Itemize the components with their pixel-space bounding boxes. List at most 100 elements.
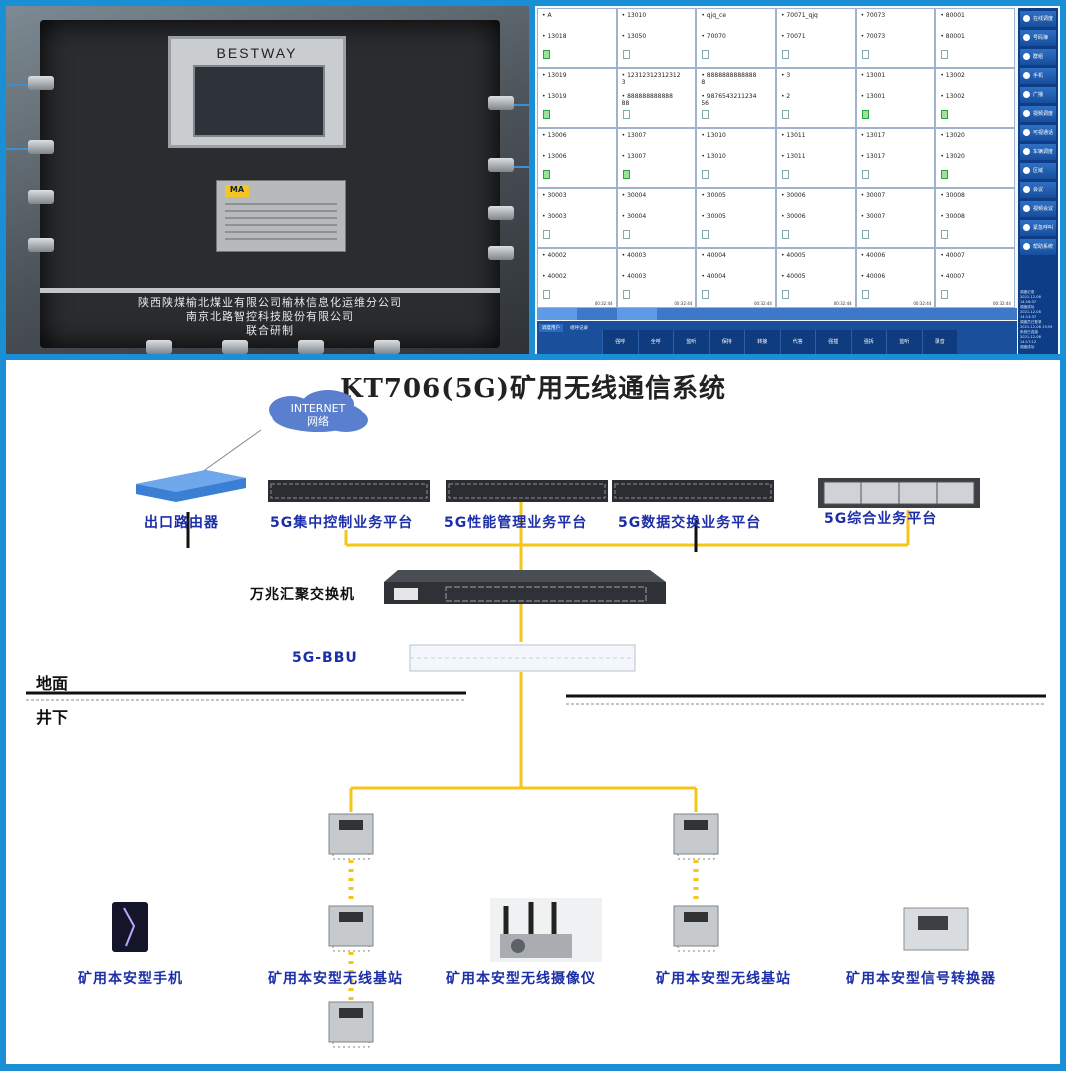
page-tab[interactable]	[737, 308, 777, 320]
terminal-cell[interactable]: • 13007• 13007	[616, 128, 697, 188]
terminal-number: • 40006	[860, 273, 886, 280]
call-timer: 00:32:44	[993, 301, 1011, 306]
terminal-cell[interactable]: • 30005• 30005	[696, 188, 776, 248]
page-tab[interactable]	[617, 308, 657, 320]
sidebar-button[interactable]: 视频调度	[1020, 106, 1056, 122]
page-tab[interactable]	[777, 308, 817, 320]
sidebar-button[interactable]: 号码簿	[1020, 30, 1056, 46]
page-tab[interactable]	[537, 308, 577, 320]
terminal-cell[interactable]: • 13011• 13011	[775, 128, 856, 188]
terminal-grid: • A• 13018• 13010• 13050• qjq_ce• 70070•…	[537, 8, 1015, 308]
terminal-cell[interactable]: • 13006• 13006	[537, 128, 617, 188]
page-tab[interactable]	[897, 308, 937, 320]
cable-gland	[28, 140, 54, 154]
terminal-cell[interactable]: • 30004• 30004	[616, 188, 697, 248]
function-key[interactable]: 录音	[921, 330, 958, 354]
sidebar-button[interactable]: 可视通话	[1020, 125, 1056, 141]
phone-status-icon	[781, 170, 789, 179]
function-key[interactable]: 强呼	[602, 330, 638, 354]
phone-status-icon	[781, 290, 789, 299]
terminal-number: • 30008	[940, 213, 965, 220]
terminal-cell[interactable]: • 13020• 13020	[935, 128, 1015, 188]
function-key[interactable]: 代答	[779, 330, 816, 354]
phone-status-icon	[622, 50, 630, 59]
terminal-cell[interactable]: • qjq_ce• 70070	[696, 8, 776, 68]
terminal-number: • 13006	[542, 153, 567, 160]
cable-gland	[28, 76, 54, 90]
terminal-number: • 40003	[621, 273, 647, 280]
sidebar-button[interactable]: 手机	[1020, 68, 1056, 84]
sidebar-button[interactable]: 车辆调度	[1020, 144, 1056, 160]
camera-device	[490, 898, 602, 962]
terminal-cell[interactable]: • 30003• 30003	[537, 188, 617, 248]
terminal-cell[interactable]: • 8888888888888 8• 9876543211234 56	[696, 68, 776, 128]
terminal-cell[interactable]: • 12312312312312 3• 888888888888 88	[616, 68, 697, 128]
page-tab[interactable]	[577, 308, 617, 320]
terminal-cell[interactable]: • 30007• 30007	[855, 188, 936, 248]
terminal-id: • 70071_qjq	[780, 12, 818, 19]
terminal-cell[interactable]: • 3• 2	[775, 68, 856, 128]
terminal-number: • 40002	[542, 273, 567, 280]
function-key[interactable]: 强插	[815, 330, 851, 354]
terminal-cell[interactable]: • 70073• 70073	[855, 8, 936, 68]
page-tab[interactable]	[657, 308, 697, 320]
terminal-cell[interactable]: • 70071_qjq• 70071	[775, 8, 856, 68]
phone-label: 矿用本安型手机	[78, 971, 183, 987]
cable-gland	[374, 340, 400, 354]
sidebar-button[interactable]: 区域	[1020, 163, 1056, 179]
platform-perf-label: 5G性能管理业务平台	[444, 515, 588, 531]
sidebar-button[interactable]: 视频会议	[1020, 201, 1056, 217]
page-tab[interactable]	[817, 308, 857, 320]
camera-label: 矿用本安型无线摄像仪	[446, 971, 596, 987]
phone-status-icon	[702, 110, 710, 119]
terminal-cell[interactable]: • 13010• 13010	[696, 128, 776, 188]
sidebar-button[interactable]: 紧急呼叫	[1020, 220, 1056, 236]
page-tab[interactable]	[937, 308, 977, 320]
phone-status-icon	[543, 110, 550, 119]
function-key[interactable]: 强拆	[850, 330, 887, 354]
platform-control-label: 5G集中控制业务平台	[270, 515, 414, 531]
sidebar-button[interactable]: 帮助系统	[1020, 239, 1056, 255]
function-key[interactable]: 转接	[744, 330, 780, 354]
terminal-cell[interactable]: • 13017• 13017	[855, 128, 936, 188]
terminal-number: • 30004	[621, 213, 647, 220]
tab-dispatch-users[interactable]: 调度用户	[539, 324, 563, 332]
terminal-number: • 13010	[701, 153, 726, 160]
tab-group-call[interactable]: 组呼记录	[567, 324, 591, 332]
phone-status-icon	[941, 170, 949, 179]
function-key[interactable]: 监听	[673, 330, 709, 354]
function-icon	[1023, 15, 1030, 22]
terminal-cell[interactable]: • 13001• 13001	[855, 68, 936, 128]
base-station-right-label: 矿用本安型无线基站	[656, 971, 791, 987]
sidebar-button[interactable]: 会议	[1020, 182, 1056, 198]
log-line: 调度成功	[1020, 305, 1035, 309]
terminal-cell[interactable]: • 13010• 13050	[616, 8, 697, 68]
terminal-cell[interactable]: • 80001• 80001	[935, 8, 1015, 68]
terminal-number: • 13020	[940, 153, 965, 160]
function-key[interactable]: 全呼	[637, 330, 674, 354]
sidebar-button-label: 车辆调度	[1033, 149, 1054, 155]
terminal-cell[interactable]: • 30006• 30006	[775, 188, 856, 248]
phone-status-icon	[622, 170, 630, 179]
page-tab[interactable]	[697, 308, 737, 320]
page-tab[interactable]	[857, 308, 897, 320]
terminal-number: • 13018	[542, 33, 567, 40]
terminal-cell[interactable]: • A• 13018	[537, 8, 617, 68]
terminal-number: • 13019	[542, 93, 567, 100]
terminal-cell[interactable]: • 13002• 13002	[935, 68, 1015, 128]
function-key[interactable]: 监听	[886, 330, 922, 354]
function-key[interactable]: 保持	[708, 330, 745, 354]
terminal-cell[interactable]: • 13019• 13019	[537, 68, 617, 128]
page-tab[interactable]	[977, 308, 1017, 320]
sidebar-button[interactable]: 在线调度	[1020, 11, 1056, 27]
sidebar-button[interactable]: 群组	[1020, 49, 1056, 65]
sidebar-button[interactable]: 广播	[1020, 87, 1056, 103]
cabinet-brand: BESTWAY	[216, 45, 298, 61]
terminal-cell[interactable]: • 30008• 30008	[935, 188, 1015, 248]
